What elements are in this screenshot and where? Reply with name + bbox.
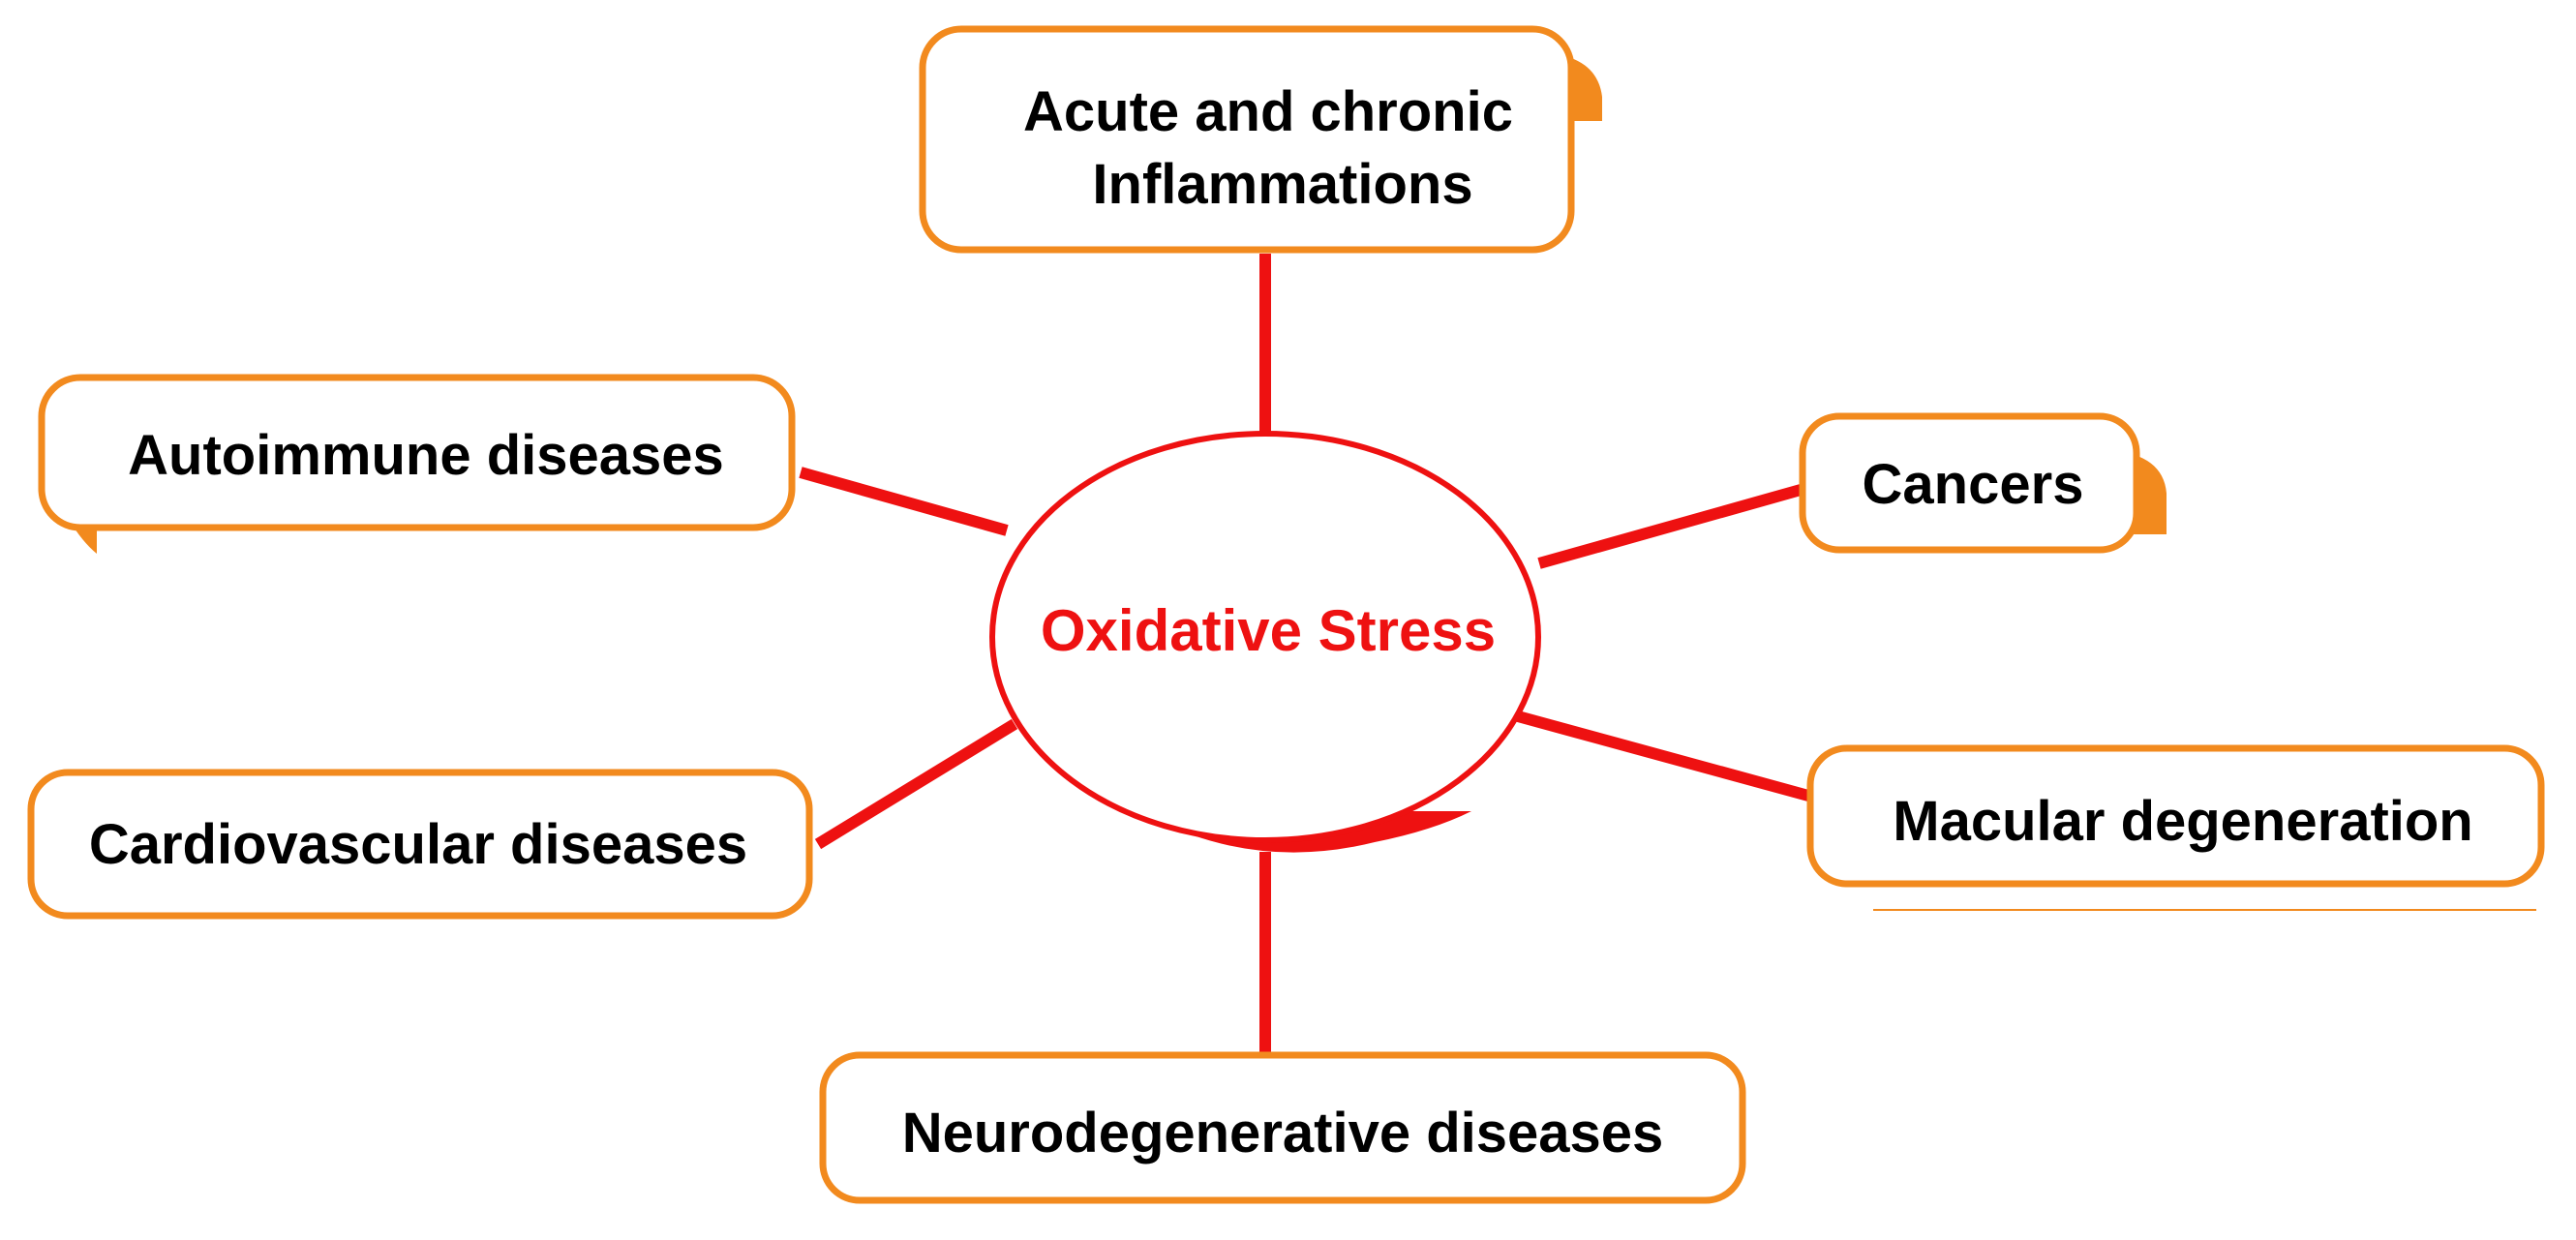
center-node: Oxidative Stress: [989, 431, 1541, 853]
connectors: [799, 254, 1810, 1057]
cancers-box: [1799, 412, 2140, 554]
node-inflammations: Acute and chronic Inflammations: [919, 25, 1602, 254]
macular-label: Macular degeneration: [1893, 790, 2472, 853]
node-cancers: Cancers: [1799, 412, 2167, 554]
cardiovascular-label: Cardiovascular diseases: [89, 813, 747, 876]
inflammations-box: [919, 25, 1575, 254]
center-ellipse: [989, 431, 1541, 843]
node-neurodegenerative: Neurodegenerative diseases: [819, 1051, 1746, 1204]
connector-cancers: [1537, 484, 1803, 569]
cancers-label: Cancers: [1863, 453, 2084, 516]
inflammations-label-line1: Acute and chronic: [1023, 80, 1513, 143]
macular-box: [1806, 744, 2545, 888]
neurodegenerative-label: Neurodegenerative diseases: [902, 1102, 1664, 1164]
connector-cardiovascular: [814, 718, 1018, 850]
cardiovascular-box: [27, 769, 813, 920]
inflammations-label-line2: Inflammations: [1092, 153, 1472, 216]
autoimmune-label: Autoimmune diseases: [128, 424, 724, 487]
node-autoimmune: Autoimmune diseases: [38, 374, 796, 554]
center-label: Oxidative Stress: [1041, 598, 1496, 663]
node-macular: Macular degeneration: [1806, 744, 2545, 911]
connector-macular: [1516, 711, 1810, 801]
connector-autoimmune: [799, 467, 1009, 536]
node-cardiovascular: Cardiovascular diseases: [27, 769, 813, 920]
autoimmune-box: [38, 374, 796, 531]
neurodegenerative-box: [819, 1051, 1746, 1204]
